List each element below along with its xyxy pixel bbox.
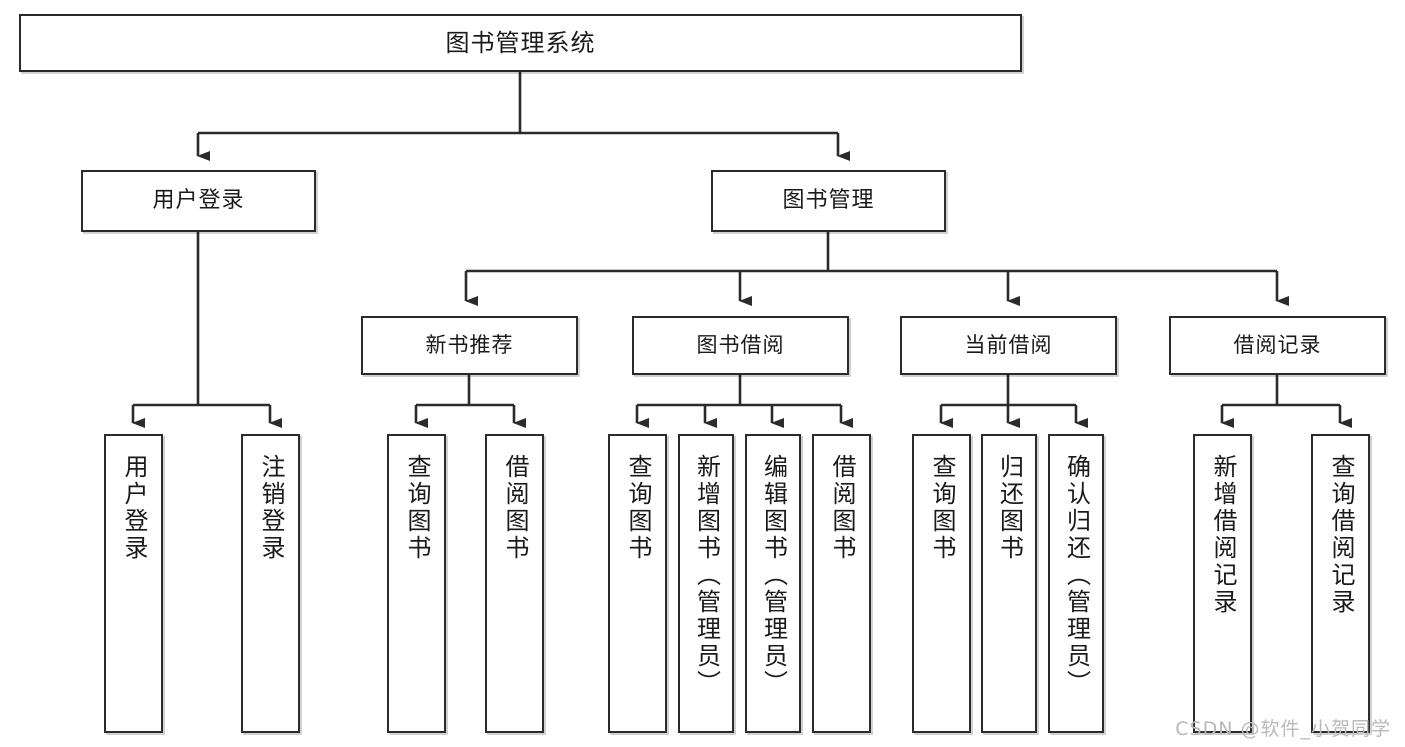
node-leaf-query-book-current[interactable]: 查询图书 <box>912 434 971 733</box>
node-label: 当前借阅 <box>964 333 1053 358</box>
node-new-book-recommend[interactable]: 新书推荐 <box>361 316 578 375</box>
node-label: 查询图书 <box>927 454 956 562</box>
node-label: 用户登录 <box>119 454 148 562</box>
node-label: 用户登录 <box>152 187 245 213</box>
node-label: 图书管理 <box>782 187 875 213</box>
node-label: 借阅记录 <box>1233 333 1322 358</box>
csdn-watermark: CSDN @软件_小贺同学 <box>1175 718 1391 740</box>
node-leaf-add-borrow-record[interactable]: 新增借阅记录 <box>1193 434 1252 733</box>
node-leaf-query-book-recommend[interactable]: 查询图书 <box>387 434 446 733</box>
node-label: 注销登录 <box>256 454 285 562</box>
node-label: 确认归还（管理员） <box>1062 454 1091 697</box>
node-label: 图书管理系统 <box>445 28 596 57</box>
node-borrow-record[interactable]: 借阅记录 <box>1169 316 1386 375</box>
node-leaf-borrow-book[interactable]: 借阅图书 <box>812 434 871 733</box>
node-leaf-user-login[interactable]: 用户登录 <box>104 434 163 733</box>
node-label: 新增借阅记录 <box>1208 454 1237 616</box>
node-leaf-borrow-book-recommend[interactable]: 借阅图书 <box>485 434 544 733</box>
node-book-borrow[interactable]: 图书借阅 <box>632 316 849 375</box>
node-leaf-query-borrow-record[interactable]: 查询借阅记录 <box>1311 434 1370 733</box>
node-root-book-management-system[interactable]: 图书管理系统 <box>19 14 1022 72</box>
node-leaf-add-book-admin[interactable]: 新增图书（管理员） <box>678 434 734 733</box>
node-leaf-return-book[interactable]: 归还图书 <box>981 434 1037 733</box>
node-label: 编辑图书（管理员） <box>759 454 788 697</box>
node-label: 图书借阅 <box>696 333 785 358</box>
node-label: 新书推荐 <box>425 333 514 358</box>
node-book-management[interactable]: 图书管理 <box>711 170 946 232</box>
node-label: 借阅图书 <box>500 454 529 562</box>
node-label: 借阅图书 <box>827 454 856 562</box>
node-label: 查询图书 <box>623 454 652 562</box>
node-label: 查询借阅记录 <box>1326 454 1355 616</box>
node-label: 查询图书 <box>402 454 431 562</box>
node-label: 新增图书（管理员） <box>692 454 721 697</box>
node-current-borrow[interactable]: 当前借阅 <box>900 316 1117 375</box>
node-leaf-query-book-borrow[interactable]: 查询图书 <box>608 434 667 733</box>
node-leaf-user-logout[interactable]: 注销登录 <box>241 434 300 733</box>
node-leaf-confirm-return-admin[interactable]: 确认归还（管理员） <box>1048 434 1104 733</box>
node-label: 归还图书 <box>995 454 1024 562</box>
node-user-login[interactable]: 用户登录 <box>81 170 316 232</box>
node-leaf-edit-book-admin[interactable]: 编辑图书（管理员） <box>745 434 801 733</box>
